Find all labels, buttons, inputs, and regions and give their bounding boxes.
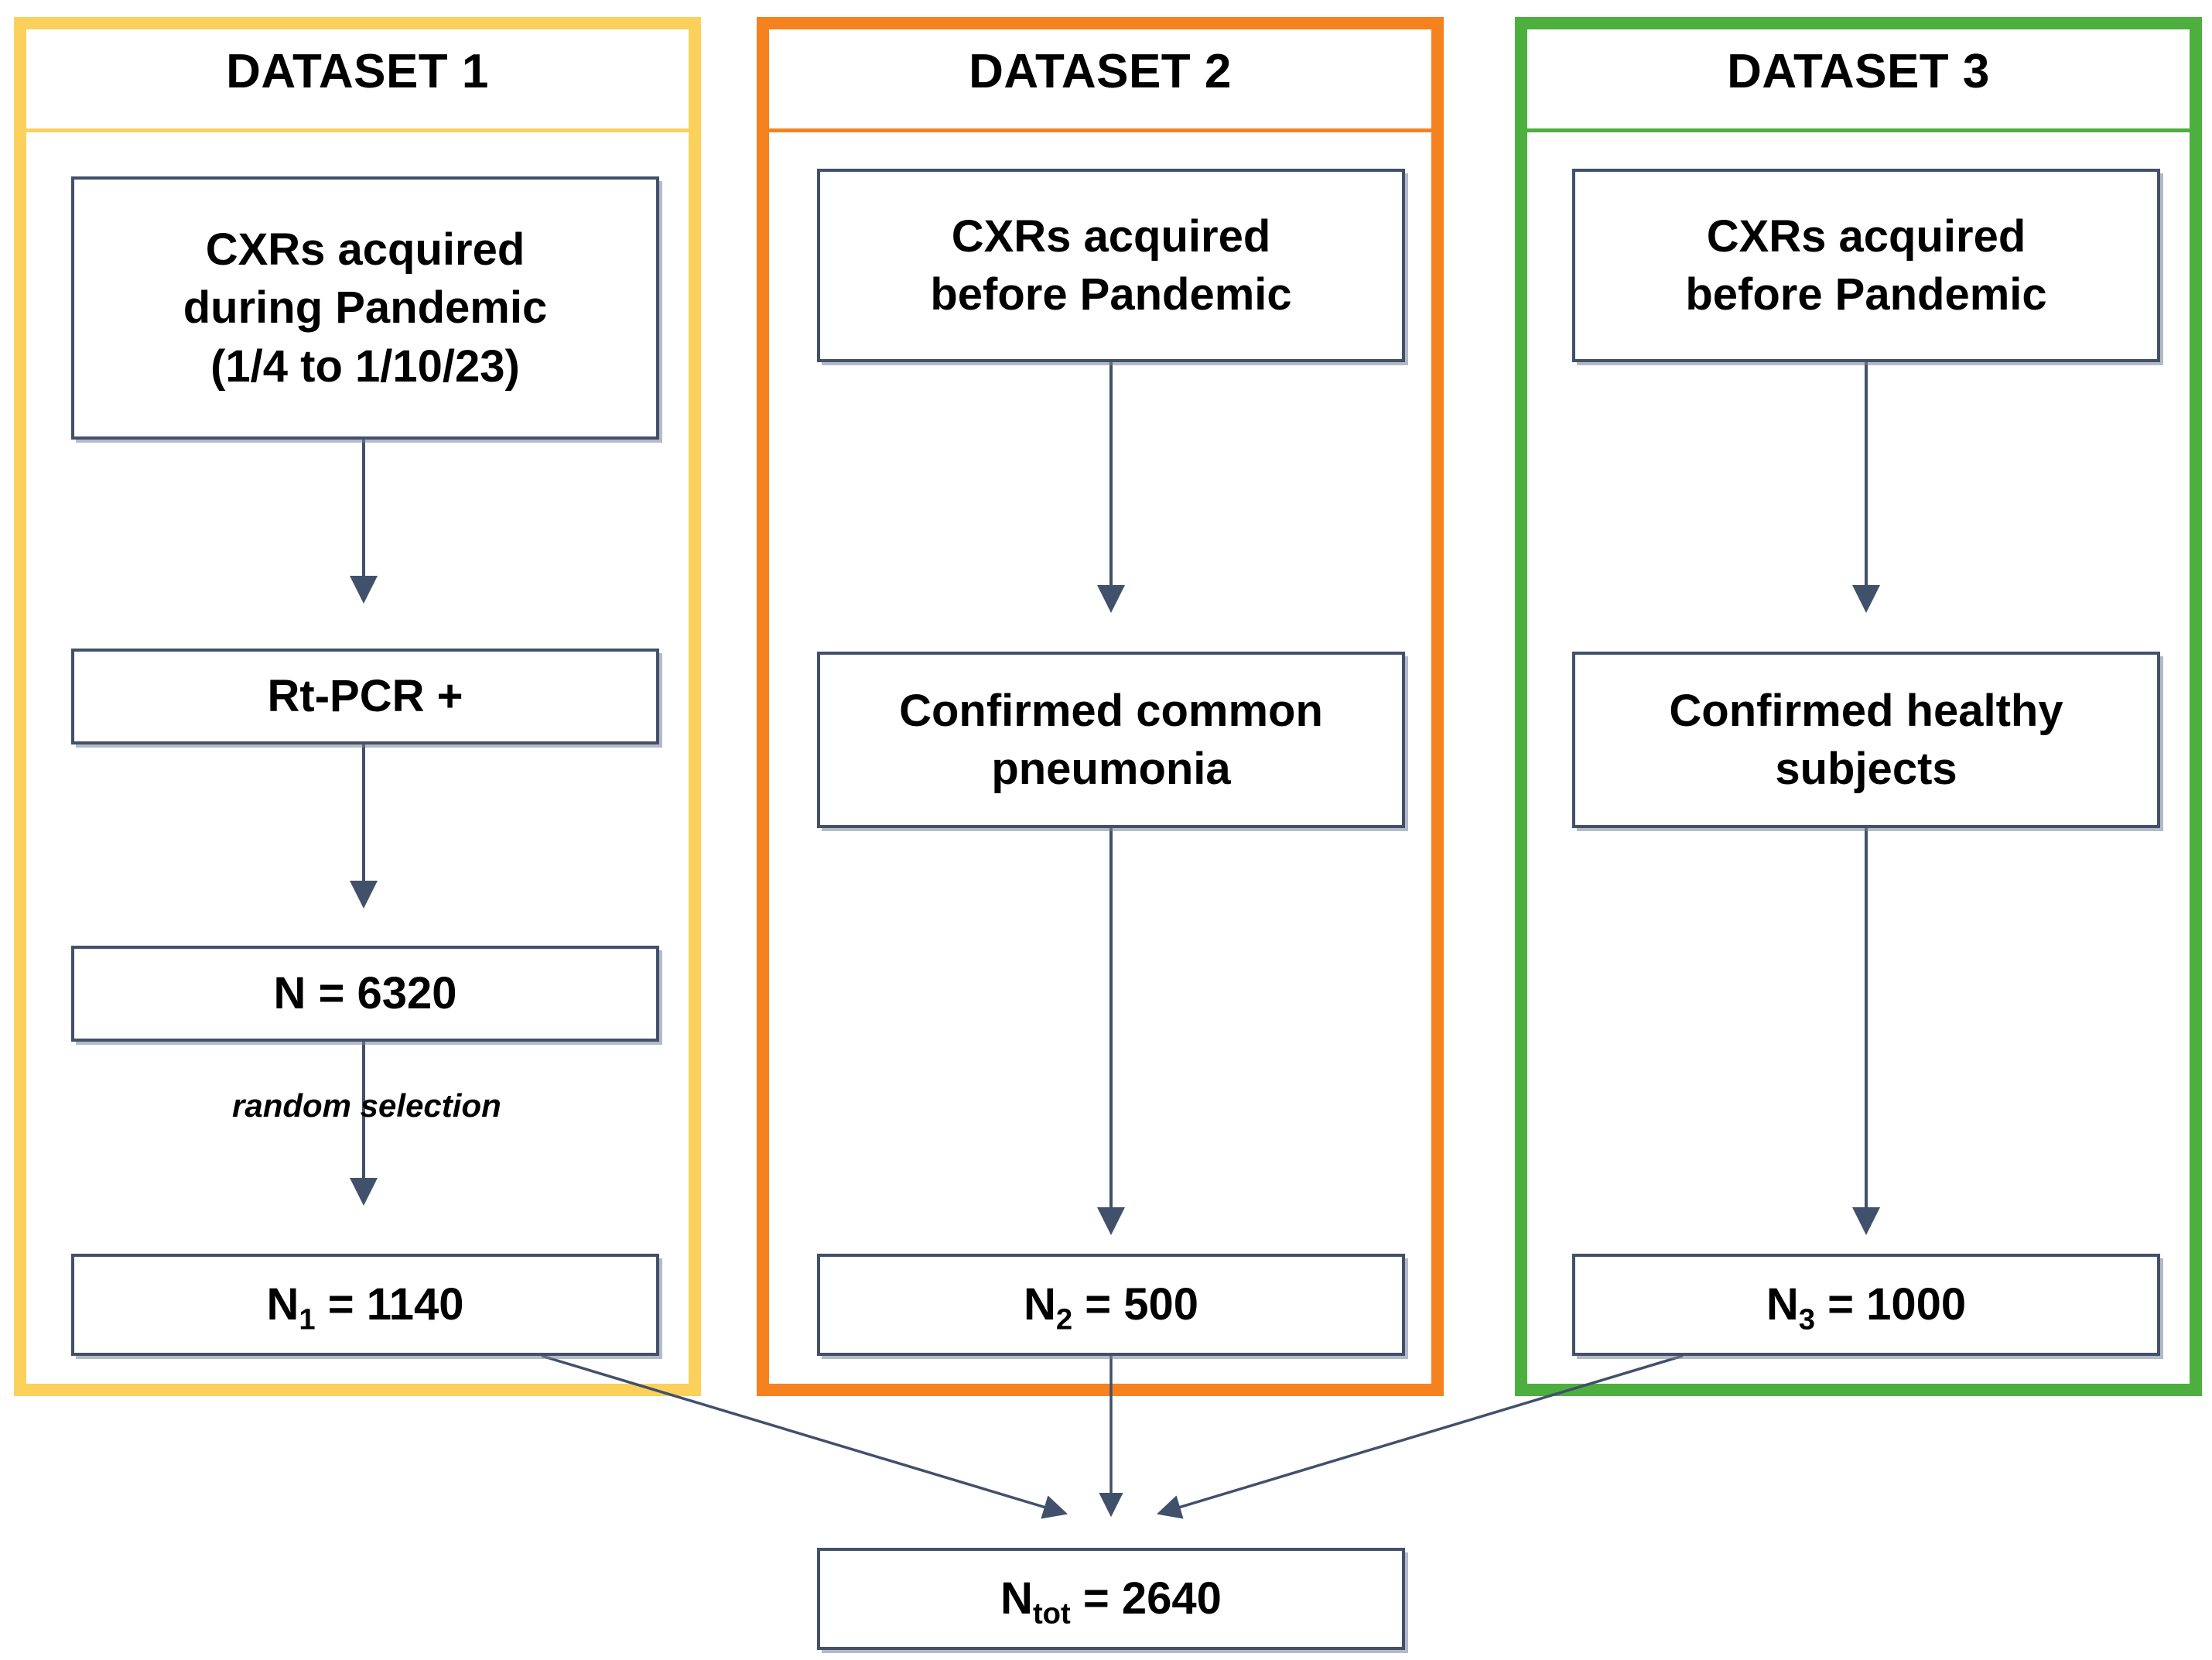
node-d1-final-label: N1 = 1140 (266, 1275, 464, 1334)
node-d2-final-label: N2 = 500 (1023, 1275, 1199, 1334)
dataset-2-title: DATASET 2 (969, 45, 1232, 98)
node-d3-final-base: N (1766, 1279, 1799, 1330)
node-d1-source-line2: during Pandemic (183, 282, 548, 334)
node-d2-final: N2 = 500 (817, 1254, 1405, 1356)
node-d2-criterion: Confirmed common pneumonia (817, 652, 1405, 828)
node-d2-source: CXRs acquired before Pandemic (817, 169, 1405, 362)
node-d3-criterion: Confirmed healthy subjects (1572, 652, 2160, 828)
node-d1-final-rest: = 1140 (315, 1279, 464, 1330)
node-d2-criterion-line2: pneumonia (991, 744, 1231, 794)
node-d2-criterion-line1: Confirmed common (899, 685, 1323, 736)
node-total-base: N (1000, 1573, 1033, 1624)
node-d2-source-line2: before Pandemic (930, 269, 1292, 320)
node-d1-source-line3: (1/4 to 1/10/23) (210, 341, 520, 392)
node-d1-criterion: Rt-PCR + (71, 649, 659, 744)
node-d1-criterion-label: Rt-PCR + (267, 671, 463, 722)
node-d1-final-subscript: 1 (299, 1302, 316, 1337)
node-total-label: Ntot = 2640 (1000, 1569, 1222, 1628)
dataset-1-title: DATASET 1 (226, 45, 489, 98)
node-total-rest: = 2640 (1070, 1573, 1222, 1624)
dataset-2-divider (769, 128, 1431, 132)
node-d2-final-subscript: 2 (1055, 1302, 1073, 1337)
node-d1-final-base: N (266, 1279, 299, 1330)
node-d1-source-line1: CXRs acquired (205, 224, 525, 275)
node-d3-final-label: N3 = 1000 (1766, 1275, 1967, 1334)
node-total-subscript: tot (1032, 1597, 1071, 1631)
node-d1-final: N1 = 1140 (71, 1254, 659, 1356)
node-d1-source: CXRs acquired during Pandemic (1/4 to 1/… (71, 176, 659, 440)
node-d2-final-base: N (1023, 1279, 1056, 1330)
node-d3-final-rest: = 1000 (1815, 1279, 1967, 1330)
node-total: Ntot = 2640 (817, 1548, 1405, 1650)
node-d3-source-line2: before Pandemic (1685, 269, 2047, 320)
node-d3-final-subscript: 3 (1798, 1302, 1816, 1337)
node-d3-source-line1: CXRs acquired (1706, 210, 2026, 262)
node-d3-criterion-line2: subjects (1775, 744, 1957, 794)
dataset-3-divider (1527, 128, 2190, 132)
node-d1-count: N = 6320 (71, 946, 659, 1042)
node-d3-criterion-line1: Confirmed healthy (1669, 685, 2063, 736)
node-d2-source-line1: CXRs acquired (951, 210, 1271, 262)
node-d1-count-label: N = 6320 (273, 968, 457, 1019)
node-d3-source: CXRs acquired before Pandemic (1572, 169, 2160, 362)
node-d2-final-rest: = 500 (1072, 1279, 1199, 1330)
dataset-3-title: DATASET 3 (1727, 45, 1990, 98)
edge-label-random-selection: random selection (232, 1087, 501, 1124)
dataset-1-divider (26, 128, 689, 132)
node-d3-final: N3 = 1000 (1572, 1254, 2160, 1356)
